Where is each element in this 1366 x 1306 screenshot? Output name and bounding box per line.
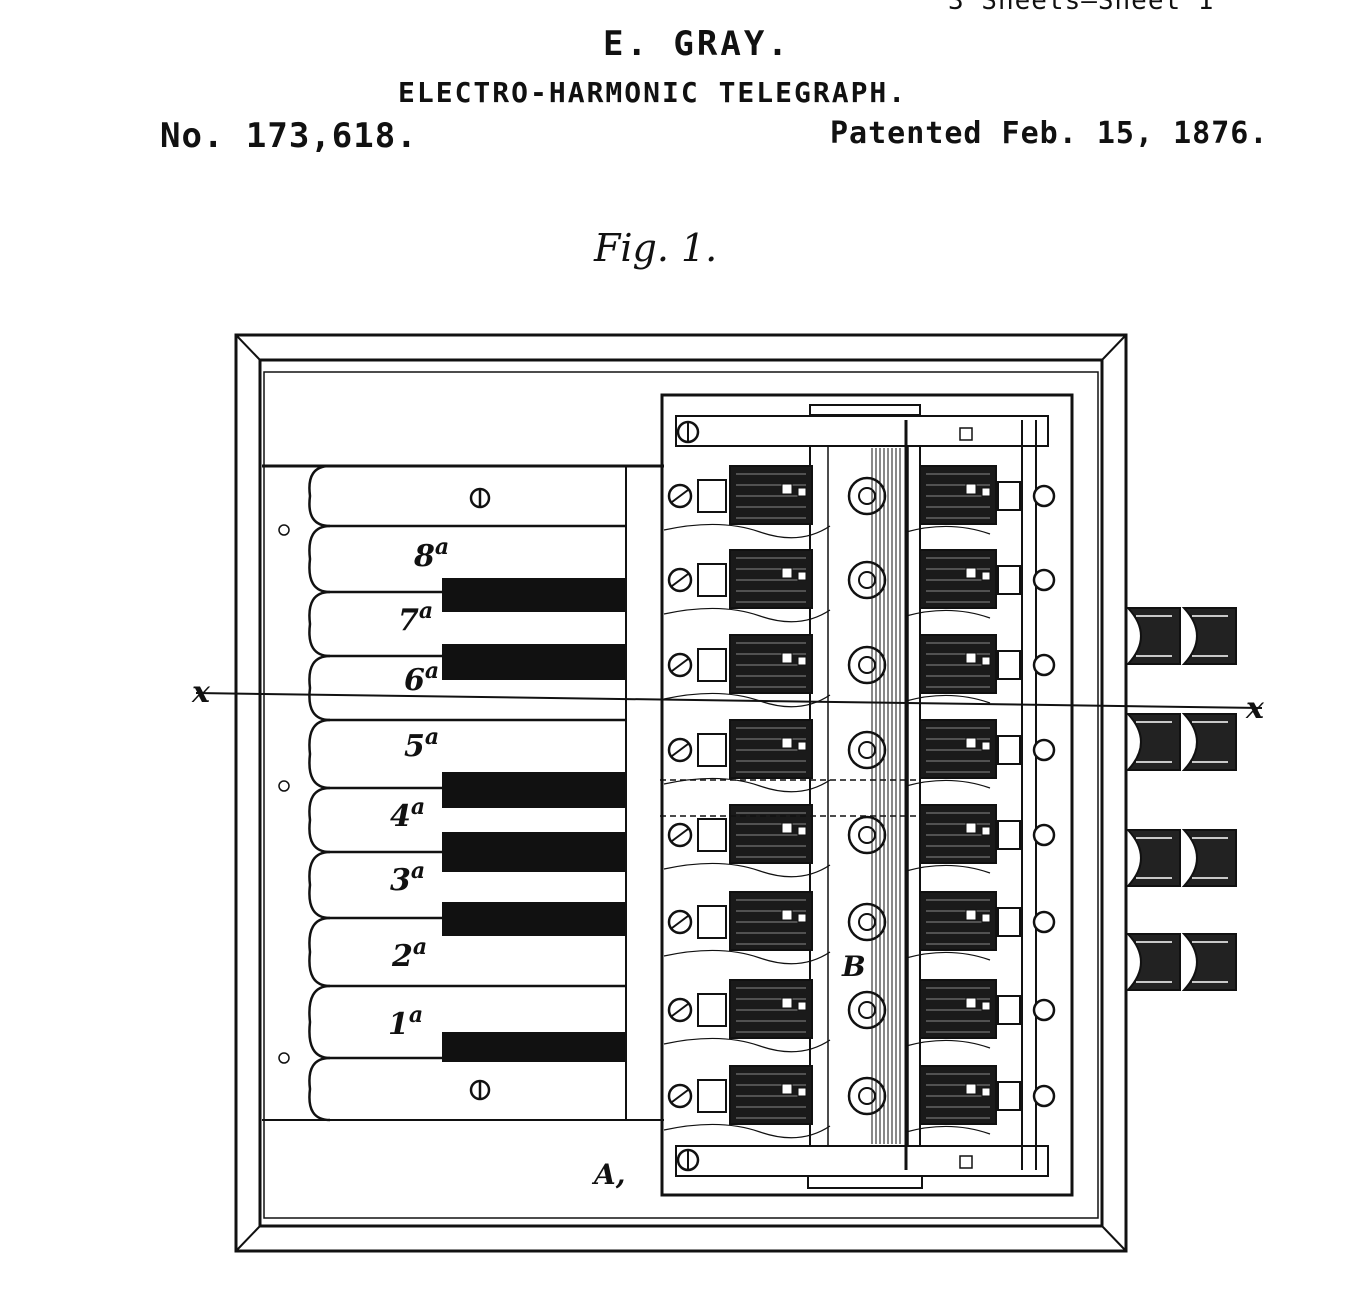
black-key <box>442 902 626 936</box>
terminal-screw-icon <box>1032 1084 1056 1108</box>
white-key <box>308 786 626 854</box>
letter-a-label: A, <box>591 1158 625 1191</box>
black-key <box>442 1032 626 1062</box>
binding-nut-icon <box>847 560 887 600</box>
electromagnet-coil <box>729 634 813 694</box>
insulator-post-icon <box>1125 933 1181 991</box>
magnet-box <box>660 393 1074 1197</box>
key-label: 2a <box>391 934 427 974</box>
terminal-screw-icon <box>1032 998 1056 1022</box>
key-label: 4a <box>390 794 425 834</box>
white-key <box>308 1056 626 1122</box>
key-label: 8a <box>413 534 449 574</box>
electromagnet-coil <box>919 1065 997 1125</box>
key-label: 6a <box>404 658 439 698</box>
binding-nut-icon <box>847 815 887 855</box>
electromagnet-coil <box>729 465 813 525</box>
terminal-screw-icon <box>1032 910 1056 934</box>
binding-nut-icon <box>847 1076 887 1116</box>
terminal-screw-icon <box>1032 738 1056 762</box>
key-label: 5a <box>404 724 439 764</box>
patent-title: ELECTRO-HARMONIC TELEGRAPH. <box>398 76 908 109</box>
patent-number: No. 173,618. <box>160 116 418 156</box>
electromagnet-coil <box>919 634 997 694</box>
white-key <box>308 464 626 528</box>
sheet-label: 3 Sheets—Sheet 1 <box>948 0 1215 16</box>
black-key <box>442 772 626 808</box>
white-key <box>308 850 626 920</box>
electromagnet-coil <box>729 719 813 779</box>
binding-nut-icon <box>847 645 887 685</box>
terminal-screw-icon <box>1032 823 1056 847</box>
section-mark: x <box>1245 691 1265 726</box>
letter-b-label: B <box>841 950 866 983</box>
key-label: 7a <box>398 598 433 638</box>
white-key <box>308 984 626 1060</box>
electromagnet-coil <box>919 979 997 1039</box>
electromagnet-coil <box>729 979 813 1039</box>
black-key <box>442 644 626 680</box>
outer-frame <box>234 333 1128 1253</box>
electromagnet-coil <box>919 719 997 779</box>
black-key <box>442 832 626 872</box>
electromagnet-coil <box>729 804 813 864</box>
section-line <box>195 692 1263 709</box>
white-key <box>308 718 626 790</box>
electromagnet-coil <box>729 549 813 609</box>
black-key <box>442 578 626 612</box>
white-key <box>308 654 626 722</box>
white-key <box>308 524 626 594</box>
binding-nut-icon <box>847 476 887 516</box>
binding-nut-icon <box>847 902 887 942</box>
terminal-screw-icon <box>1032 653 1056 677</box>
electromagnet-coil <box>919 549 997 609</box>
electromagnet-coil <box>919 891 997 951</box>
section-mark: x <box>191 675 211 710</box>
small-screw-icon <box>278 524 290 536</box>
inventor-text: E. GRAY. <box>603 24 791 64</box>
key-label: 3a <box>390 858 425 898</box>
binding-nut-icon <box>847 990 887 1030</box>
insulator-post-icon <box>1181 607 1237 665</box>
key-label: 1a <box>388 1002 423 1042</box>
insulator-post-icon <box>1125 607 1181 665</box>
white-key <box>308 590 626 658</box>
figure-label: Fig. 1. <box>594 226 718 270</box>
insulator-post-icon <box>1125 713 1181 771</box>
white-key <box>308 916 626 988</box>
electromagnet-coil <box>729 891 813 951</box>
insulator-post-icon <box>1181 713 1237 771</box>
inner-frame <box>258 358 1104 1228</box>
insulator-post-icon <box>1181 933 1237 991</box>
electromagnet-coil <box>729 1065 813 1125</box>
electromagnet-coil <box>919 465 997 525</box>
insulator-post-icon <box>1125 829 1181 887</box>
terminal-screw-icon <box>1032 484 1056 508</box>
electromagnet-coil <box>919 804 997 864</box>
patent-date: Patented Feb. 15, 1876. <box>830 116 1269 151</box>
small-screw-icon <box>278 1052 290 1064</box>
insulator-post-icon <box>1181 829 1237 887</box>
small-screw-icon <box>278 780 290 792</box>
terminal-screw-icon <box>1032 568 1056 592</box>
binding-nut-icon <box>847 730 887 770</box>
